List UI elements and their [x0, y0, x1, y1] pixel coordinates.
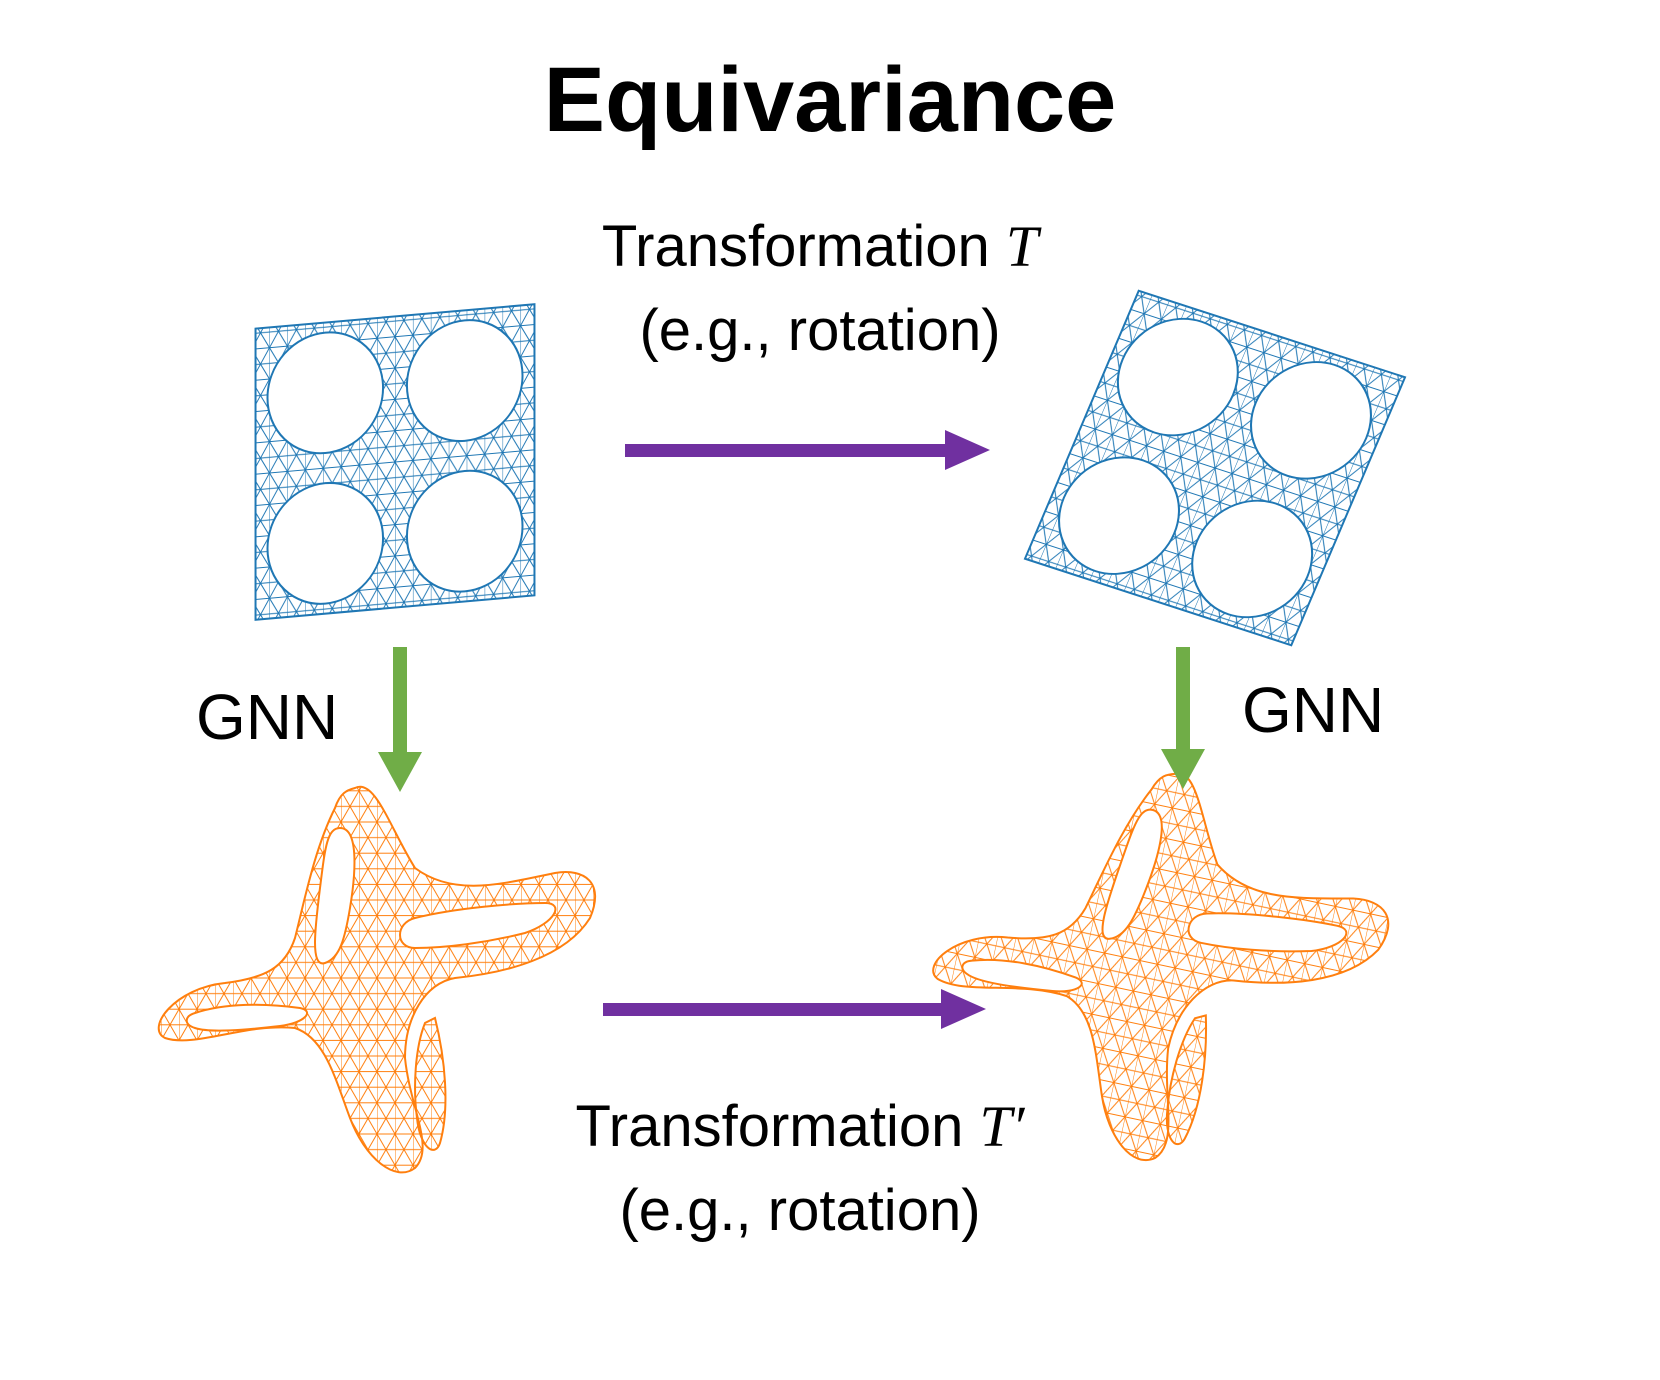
top-transform-text: Transformation	[601, 214, 990, 279]
gnn-right-label: GNN	[1242, 674, 1385, 746]
bottom-transform-arrow	[603, 989, 986, 1029]
transformed-output-mesh	[902, 730, 1412, 1201]
input-mesh	[254, 303, 536, 621]
diagram-title: Equivariance	[543, 49, 1117, 151]
gnn-left-label: GNN	[196, 681, 339, 753]
top-transform-note: (e.g., rotation)	[639, 298, 1001, 363]
top-transform-arrow	[625, 430, 990, 470]
transformed-input-mesh	[1023, 289, 1407, 647]
top-transform-label: Transformation T (e.g., rotation)	[560, 205, 1080, 373]
top-transform-symbol: T	[1005, 214, 1039, 279]
bottom-transform-label: Transformation T′ (e.g., rotation)	[530, 1085, 1070, 1253]
gnn-right-arrow	[1161, 647, 1205, 789]
bottom-transform-note: (e.g., rotation)	[619, 1178, 981, 1243]
output-mesh	[157, 785, 597, 1174]
gnn-left-arrow	[378, 647, 422, 792]
bottom-transform-text: Transformation	[575, 1094, 964, 1159]
bottom-transform-symbol: T′	[979, 1094, 1025, 1159]
